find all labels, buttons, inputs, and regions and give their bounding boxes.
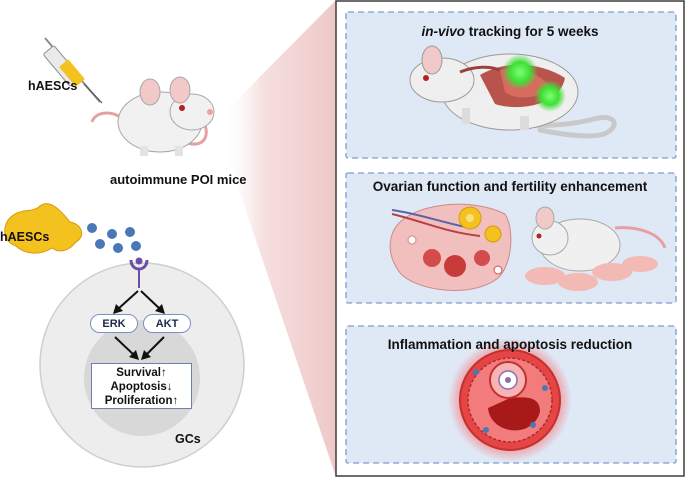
injection-label: hAESCs xyxy=(28,79,78,93)
mouse-caption: autoimmune POI mice xyxy=(110,172,247,187)
gc-label: GCs xyxy=(175,432,201,446)
syringe-illustration xyxy=(43,37,103,104)
effect-survival: Survival↑ xyxy=(116,367,167,379)
zoom-cone xyxy=(222,0,336,477)
panel2-title: Ovarian function and fertility enhanceme… xyxy=(372,179,648,194)
cell-label: hAESCs xyxy=(0,230,50,244)
effect-proliferation: Proliferation↑ xyxy=(104,395,179,407)
erk-node: ERK xyxy=(90,314,138,333)
haesc-cell-illustration xyxy=(4,203,83,254)
panel1-title: in-vivo tracking for 5 weeks xyxy=(345,25,675,39)
signal-arrows xyxy=(113,290,165,360)
tracking-mouse-illustration xyxy=(409,45,617,139)
panel3-title: Inflammation and apoptosis reduction xyxy=(387,337,633,352)
panel1-title-italic: in-vivo xyxy=(421,24,465,39)
ovary-illustration xyxy=(389,203,512,291)
poi-mouse-illustration xyxy=(90,76,215,156)
effect-apoptosis: Apoptosis↓ xyxy=(110,381,173,393)
follicle-illustration xyxy=(448,338,572,462)
mother-mouse-with-pups xyxy=(525,206,667,291)
secreted-factors xyxy=(87,223,141,253)
receptor-icon xyxy=(129,257,149,288)
panel1-title-rest: tracking for 5 weeks xyxy=(464,24,599,39)
effects-box: Survival↑ Apoptosis↓ Proliferation↑ xyxy=(91,363,192,409)
akt-node: AKT xyxy=(143,314,191,333)
